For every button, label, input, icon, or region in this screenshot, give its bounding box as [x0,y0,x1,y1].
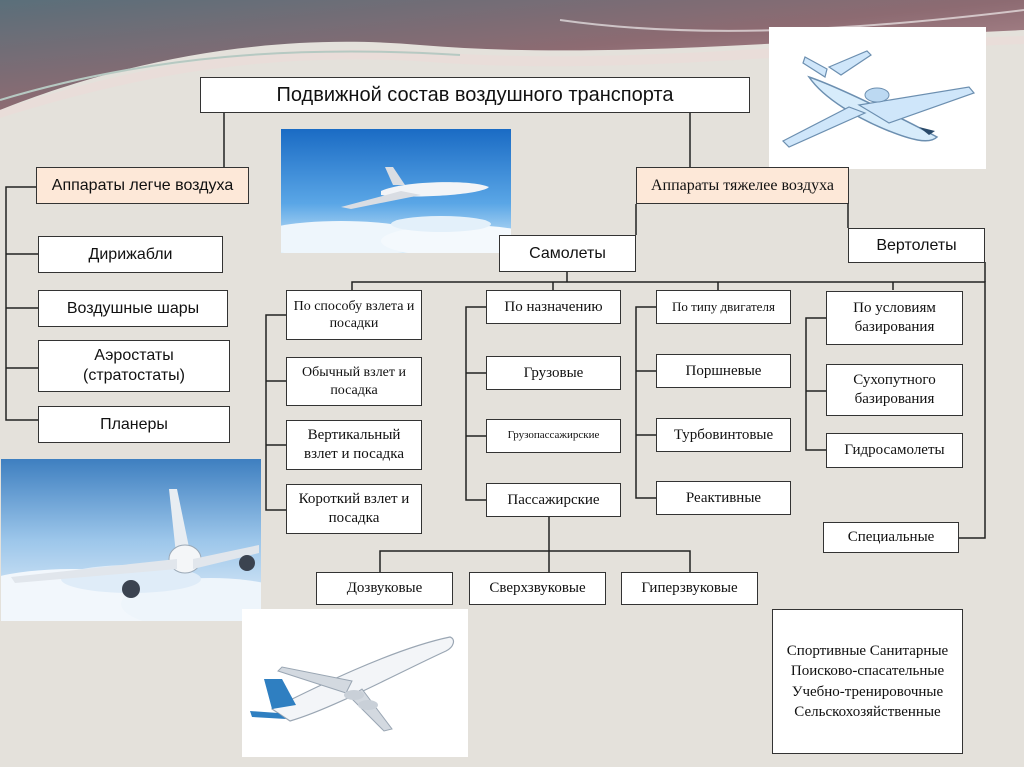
jet-node: Реактивные [656,481,791,515]
subsonic-node: Дозвуковые [316,572,453,605]
aerostats-node: Аэростаты (стратостаты) [38,340,230,392]
piston-node: Поршневые [656,354,791,388]
purpose-node: По назначению [486,290,621,324]
short-takeoff-node: Короткий взлет и посадка [286,484,422,534]
engine-type-node: По типу двигателя [656,290,791,324]
supersonic-node: Сверхзвуковые [469,572,606,605]
airbus-sky-photo [281,129,511,253]
cargo-passenger-node: Грузопассажирские [486,419,621,453]
seaplanes-node: Гидросамолеты [826,433,963,468]
special-node: Специальные [823,522,959,553]
heavier-than-air-node: Аппараты тяжелее воздуха [636,167,849,204]
airliner-clouds-photo [1,459,261,621]
cargo-node: Грузовые [486,356,621,390]
diagram-title: Подвижной состав воздушного транспорта [200,77,750,113]
airships-node: Дирижабли [38,236,223,273]
decorative-banner [0,0,1024,118]
takeoff-method-node: По способу взлета и посадки [286,290,422,340]
airliner-takeoff-photo [242,609,468,757]
special-types-list: Спортивные Санитарные Поисково-спасатель… [772,609,963,754]
land-based-node: Сухопутного базирования [826,364,963,416]
conventional-takeoff-node: Обычный взлет и посадка [286,357,422,406]
business-jet-photo [769,27,986,169]
turboprop-node: Турбовинтовые [656,418,791,452]
airplanes-node: Самолеты [499,235,636,272]
helicopters-node: Вертолеты [848,228,985,263]
gliders-node: Планеры [38,406,230,443]
hypersonic-node: Гиперзвуковые [621,572,758,605]
balloons-node: Воздушные шары [38,290,228,327]
lighter-than-air-node: Аппараты легче воздуха [36,167,249,204]
vertical-takeoff-node: Вертикальный взлет и посадка [286,420,422,470]
basing-conditions-node: По условиям базирования [826,291,963,345]
passenger-node: Пассажирские [486,483,621,517]
